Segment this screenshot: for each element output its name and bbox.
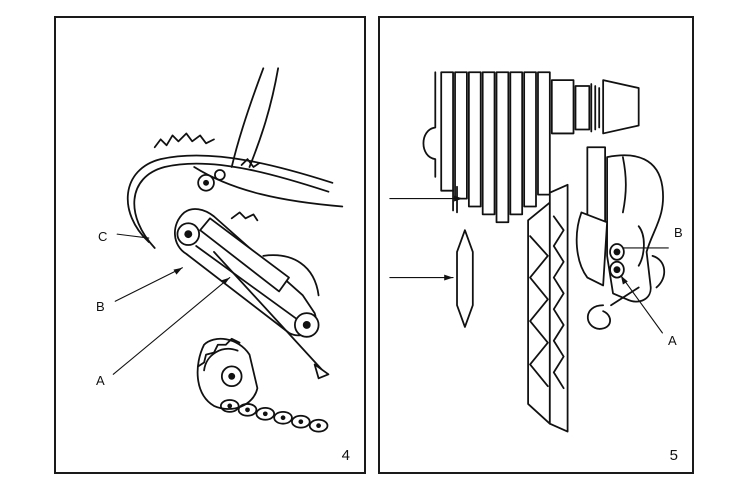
leader-a <box>112 277 231 375</box>
body-pivot-right-center <box>302 321 311 329</box>
leader-a-5 <box>620 275 663 334</box>
front-derailleur <box>575 146 665 330</box>
lower-pulley-center <box>228 372 236 380</box>
mount-teeth <box>230 211 259 222</box>
chain-profile <box>456 229 474 328</box>
derailleur-edge <box>195 245 298 320</box>
leader-b-arrowhead <box>173 267 183 275</box>
screw-a-center <box>613 266 621 274</box>
figure-number: 5 <box>669 447 678 464</box>
body-pivot-left-center <box>184 230 193 239</box>
inner-cable <box>213 251 324 372</box>
chain <box>219 399 329 433</box>
sprocket-teeth-top <box>153 132 215 149</box>
label-c: C <box>98 229 108 244</box>
figure-4-drawing <box>112 67 344 433</box>
chainring-side <box>527 183 569 433</box>
frame-tube-left <box>230 67 265 168</box>
cable-housing-c <box>133 162 330 249</box>
label-b: B <box>96 299 105 314</box>
upper-cable <box>193 166 344 208</box>
figure-5-panel: B A 5 <box>378 16 694 474</box>
frame-tube-right <box>248 67 280 168</box>
back-plate-edge <box>262 254 320 297</box>
leader-b <box>114 267 183 302</box>
label-a: A <box>96 373 105 388</box>
pulley-teeth-arc <box>203 348 239 372</box>
derailleur-slot-a <box>199 217 290 293</box>
leader-a-arrowhead <box>220 277 230 285</box>
figure-4-panel: C B A 4 <box>54 16 366 474</box>
leader-c <box>116 233 150 239</box>
cog-edge-mark <box>452 185 458 214</box>
arrow-lower-head <box>444 274 454 281</box>
adjust-screw <box>214 169 226 181</box>
cable-end <box>313 363 330 380</box>
leader-a-5-arrowhead <box>620 275 628 285</box>
screw-b-center <box>613 248 621 256</box>
figure-5-drawing <box>389 71 669 433</box>
figure-number: 4 <box>341 447 350 464</box>
cable-housing-c-outer <box>126 154 334 243</box>
upper-pivot-center <box>203 179 210 186</box>
sprocket-teeth-right <box>240 158 261 168</box>
pulley-teeth <box>197 337 241 368</box>
label-a: A <box>668 333 677 348</box>
freewheel-cluster <box>422 71 640 224</box>
label-b: B <box>674 225 683 240</box>
